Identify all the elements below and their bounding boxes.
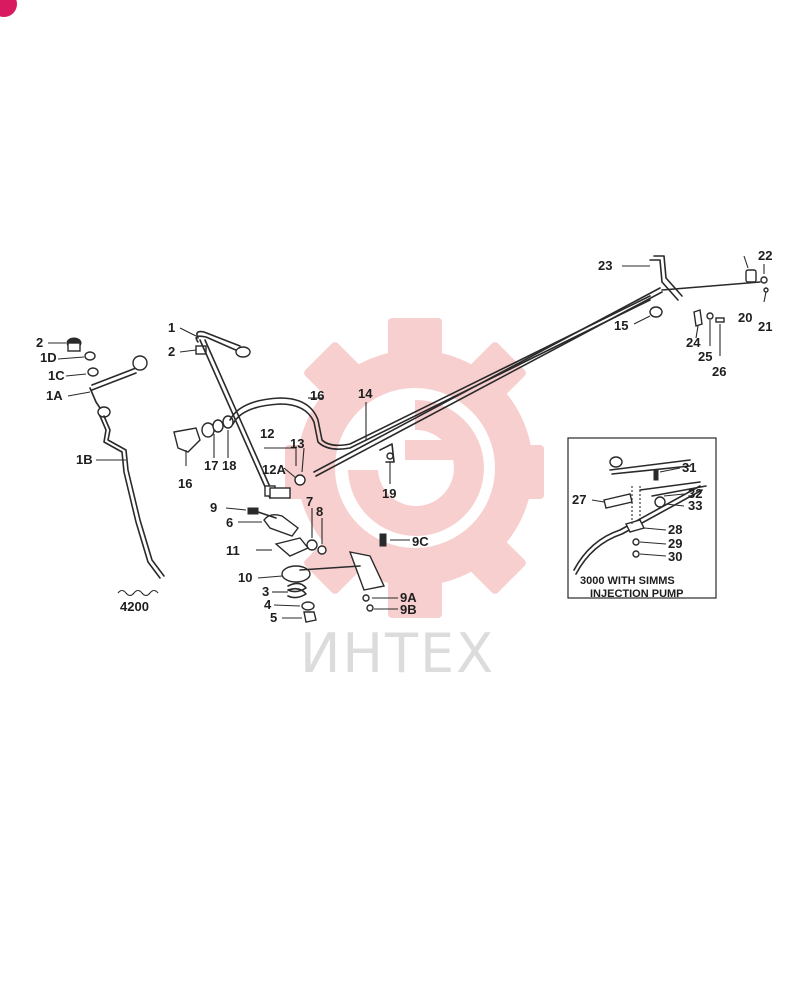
label-20: 20 — [738, 310, 752, 325]
label-9B: 9B — [400, 602, 417, 617]
label-21: 21 — [758, 319, 772, 334]
label-4: 4 — [264, 597, 272, 612]
label-16-cable: 16 — [310, 388, 324, 403]
label-4200: 4200 — [120, 599, 149, 614]
label-33: 33 — [688, 498, 702, 513]
bracket-9c — [299, 533, 387, 612]
label-18: 18 — [222, 458, 236, 473]
throttle-cable — [229, 281, 761, 477]
label-9C: 9C — [412, 534, 429, 549]
spring-stack — [274, 537, 317, 623]
label-31: 31 — [682, 460, 696, 475]
label-28: 28 — [668, 522, 682, 537]
label-1: 1 — [168, 320, 175, 335]
label-9A: 9A — [400, 590, 417, 605]
lever-assembly-4200 — [66, 337, 165, 597]
inset-caption-line2: INJECTION PUMP — [590, 588, 684, 600]
label-7: 7 — [306, 494, 313, 509]
label-26: 26 — [712, 364, 726, 379]
label-13: 13 — [290, 436, 304, 451]
label-1B: 1B — [76, 452, 93, 467]
label-14: 14 — [358, 386, 373, 401]
label-15: 15 — [614, 318, 628, 333]
label-2-mid: 2 — [168, 344, 175, 359]
label-32: 32 — [688, 486, 702, 501]
label-3: 3 — [262, 584, 269, 599]
label-11: 11 — [226, 543, 240, 558]
label-16-knob: 16 — [178, 476, 192, 491]
label-23: 23 — [598, 258, 612, 273]
knob-assembly — [173, 415, 234, 453]
inset-caption-line1: 3000 WITH SIMMS — [580, 575, 675, 587]
cable-clamp-12 — [264, 447, 306, 499]
label-1D: 1D — [40, 350, 57, 365]
label-30: 30 — [668, 549, 682, 564]
label-12A: 12A — [262, 462, 286, 477]
label-12: 12 — [260, 426, 274, 441]
label-8: 8 — [316, 504, 323, 519]
label-24: 24 — [686, 335, 701, 350]
label-2-left: 2 — [36, 335, 43, 350]
label-1A: 1A — [46, 388, 63, 403]
label-1C: 1C — [48, 368, 65, 383]
label-6: 6 — [226, 515, 233, 530]
label-5: 5 — [270, 610, 277, 625]
pump-end-fittings — [649, 255, 769, 327]
watermark-logo — [285, 318, 544, 618]
part-labels: 2 1D 1C 1A 1B 1 2 16 17 18 16 14 12 13 1… — [36, 248, 772, 625]
label-10: 10 — [238, 570, 252, 585]
label-17: 17 — [204, 458, 218, 473]
label-27: 27 — [572, 492, 586, 507]
label-29: 29 — [668, 536, 682, 551]
label-9: 9 — [210, 500, 217, 515]
leader-lines — [48, 255, 767, 619]
label-19: 19 — [382, 486, 396, 501]
watermark-brand: ИНТЕХ — [300, 622, 495, 685]
corner-badge — [0, 0, 17, 17]
label-22: 22 — [758, 248, 772, 263]
inset-simms-pump — [567, 437, 717, 599]
governor-lever — [247, 507, 327, 555]
label-25: 25 — [698, 349, 712, 364]
